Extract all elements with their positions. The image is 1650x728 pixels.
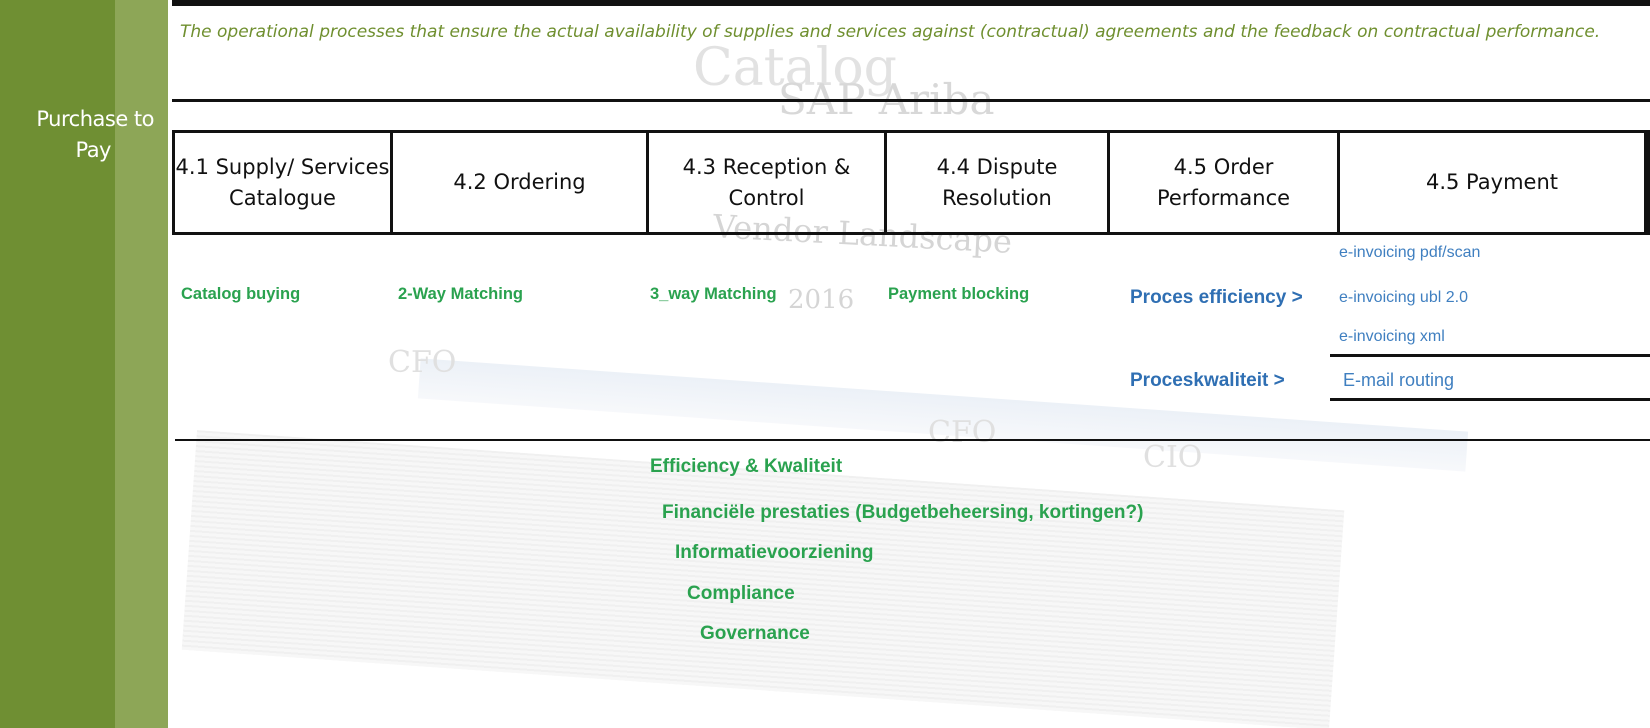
activity-catalog-buying: Catalog buying [181, 285, 301, 303]
payment-item-einvoicing-ubl: e-invoicing ubl 2.0 [1339, 289, 1468, 306]
section-title-line2: Pay [75, 138, 111, 162]
outcome-informatievoorziening: Informatievoorziening [675, 542, 874, 563]
outcome-governance: Governance [700, 623, 810, 644]
description-rule [172, 99, 1650, 102]
outcome-compliance: Compliance [687, 583, 795, 604]
side-band-dark [0, 0, 115, 728]
outcome-efficiency-kwaliteit: Efficiency & Kwaliteit [650, 456, 843, 477]
watermark-cfo-2: CFO [928, 415, 997, 450]
proceskwaliteit-link: Proceskwaliteit > [1130, 370, 1285, 391]
top-rule [172, 0, 1650, 6]
email-routing-rule [1330, 398, 1650, 401]
payment-item-einvoicing-pdf: e-invoicing pdf/scan [1339, 244, 1481, 261]
watermark-year: 2016 [788, 285, 855, 315]
side-band-light [115, 0, 168, 728]
background-artwork: Catalog SAP Ariba Vendor Landscape CFO C… [168, 0, 1650, 728]
payment-item-email-routing: E-mail routing [1343, 370, 1455, 390]
description-text: The operational processes that ensure th… [180, 22, 1601, 42]
activity-2-way-matching: 2-Way Matching [398, 285, 523, 303]
activity-payment-blocking: Payment blocking [888, 285, 1030, 303]
process-step-4-2: 4.2 Ordering [390, 130, 646, 235]
proces-efficiency-link: Proces efficiency > [1130, 287, 1303, 308]
process-step-4-5-order: 4.5 Order Performance [1107, 130, 1337, 235]
watermark-catalog: Catalog [693, 38, 897, 98]
process-step-4-3: 4.3 Reception & Control [646, 130, 884, 235]
section-divider [175, 439, 1650, 441]
section-title-line1: Purchase to [36, 107, 154, 131]
process-step-4-5-payment: 4.5 Payment [1337, 130, 1650, 235]
activity-3-way-matching: 3_way Matching [650, 285, 777, 303]
payment-item-einvoicing-xml: e-invoicing xml [1339, 328, 1445, 345]
section-title: Purchase to Pay [0, 104, 160, 166]
outcome-financiele-prestaties: Financiële prestaties (Budgetbeheersing,… [662, 502, 1144, 523]
process-step-4-1: 4.1 Supply/ Services Catalogue [172, 130, 390, 235]
process-row: 4.1 Supply/ Services Catalogue 4.2 Order… [172, 130, 1650, 235]
watermark-cio: CIO [1143, 440, 1203, 475]
payment-items-rule [1330, 354, 1650, 357]
watermark-cfo: CFO [388, 345, 457, 380]
process-step-4-4: 4.4 Dispute Resolution [884, 130, 1107, 235]
